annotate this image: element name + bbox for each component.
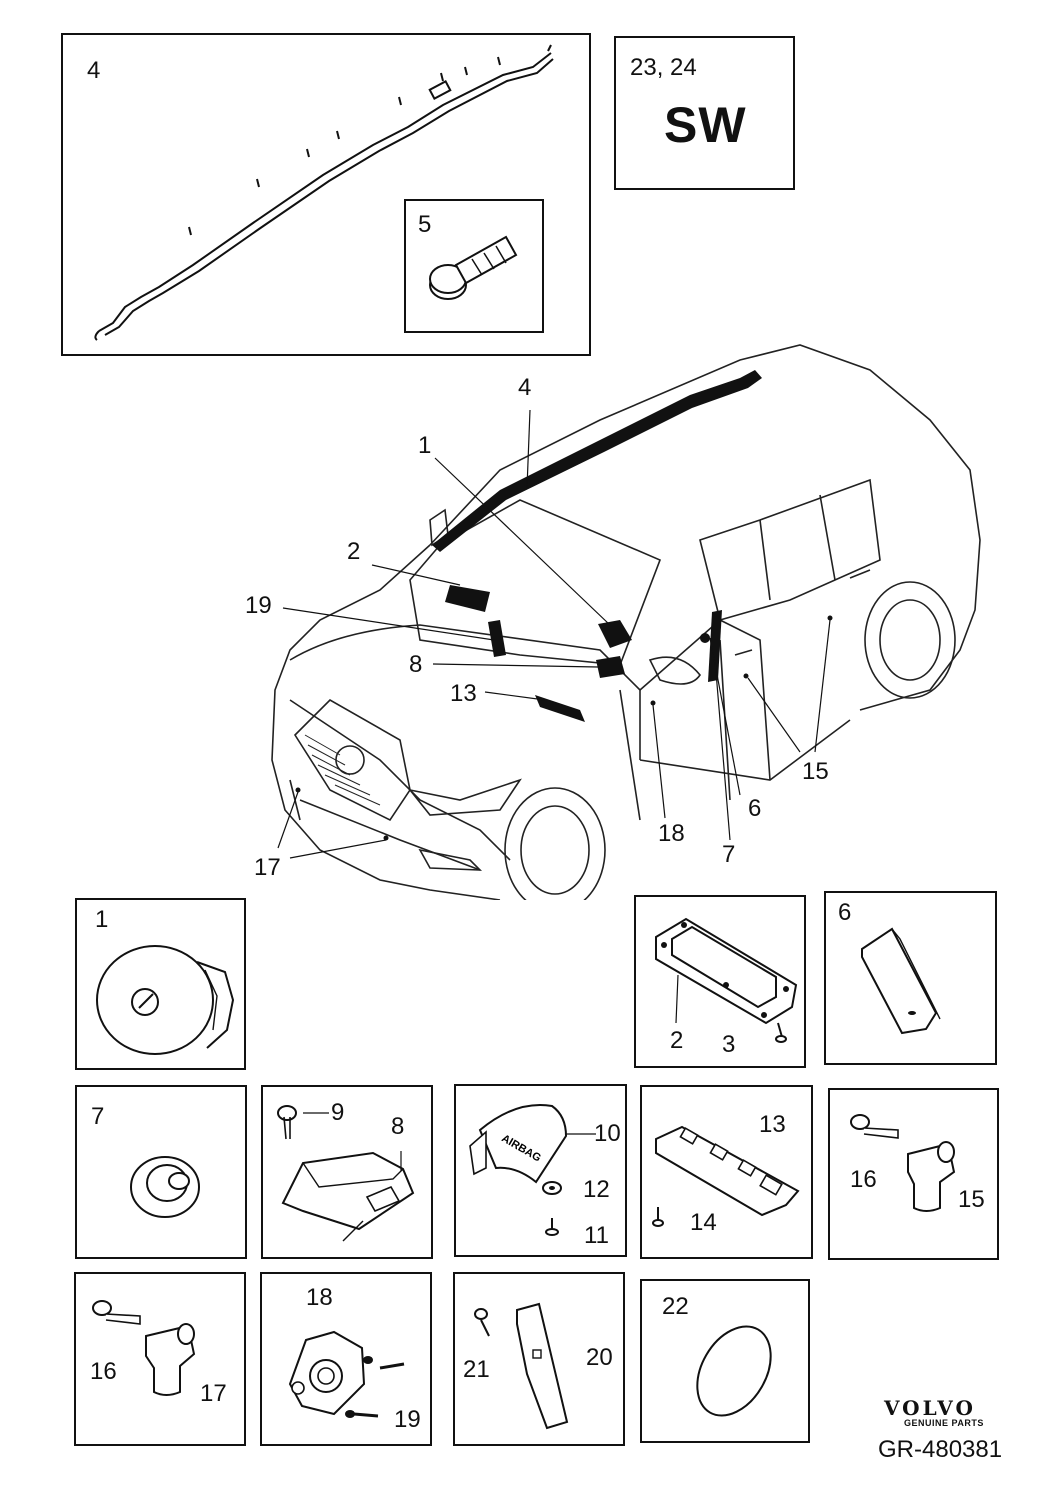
part-panel-6: 6 <box>824 891 997 1065</box>
brand-tagline: GENUINE PARTS <box>904 1418 984 1428</box>
car-callout-17: 17 <box>254 854 281 881</box>
car-callout-4: 4 <box>518 374 532 401</box>
car-callout-15: 15 <box>802 758 829 785</box>
screw-icon <box>429 235 518 300</box>
part-3-label: 3 <box>722 1031 736 1058</box>
steering-airbag-icon <box>96 945 235 1055</box>
car-overview-drawing <box>271 344 981 900</box>
part-panel-13: 13 14 <box>640 1085 813 1259</box>
part-16-label: 16 <box>850 1166 877 1193</box>
passenger-airbag-icon <box>655 917 798 1043</box>
part-panel-20: 21 20 <box>453 1272 625 1446</box>
part-21-label: 21 <box>463 1356 490 1383</box>
front-sensor-icon <box>92 1300 196 1396</box>
part-10-label: 10 <box>594 1120 621 1147</box>
screw-inset-panel: 5 <box>404 199 544 333</box>
part-2-label: 2 <box>670 1027 684 1054</box>
part-panel-8: 9 8 <box>261 1085 433 1259</box>
car-callout-19: 19 <box>245 592 272 619</box>
bracket-icon <box>474 1302 569 1430</box>
car-callout-13: 13 <box>450 680 477 707</box>
control-module-icon <box>277 1105 415 1242</box>
brand-logo: VOLVO <box>884 1396 976 1420</box>
part-panel-2: 2 3 <box>634 895 806 1068</box>
part-13-label: 13 <box>759 1111 786 1138</box>
part-11-label: 11 <box>584 1222 609 1249</box>
part-19-label: 19 <box>394 1406 421 1433</box>
part-6-label: 6 <box>838 899 852 926</box>
part-12-label: 12 <box>583 1176 610 1203</box>
part-15-label: 15 <box>958 1186 985 1213</box>
part-panel-15: 16 15 <box>828 1088 999 1260</box>
part-7-label: 7 <box>91 1103 105 1130</box>
airbag-cover-icon: AIRBAG <box>469 1104 596 1236</box>
side-sensor-icon <box>288 1330 405 1418</box>
part-panel-7: 7 <box>75 1085 247 1259</box>
part-panel-18: 18 19 <box>260 1272 432 1446</box>
crash-sensor-icon <box>850 1114 956 1212</box>
sensor-plug-icon <box>130 1156 200 1218</box>
part-18-label: 18 <box>306 1284 333 1311</box>
side-airbag-icon <box>861 927 941 1035</box>
car-callout-6: 6 <box>748 795 762 822</box>
part-22-label: 22 <box>662 1293 689 1320</box>
part-20-label: 20 <box>586 1344 613 1371</box>
part-16b-label: 16 <box>90 1358 117 1385</box>
part-panel-10: AIRBAG 10 12 11 <box>454 1084 627 1257</box>
reference-code: GR-480381 <box>878 1436 1003 1463</box>
car-callout-8: 8 <box>409 651 423 678</box>
callout-5: 5 <box>418 211 432 238</box>
cover-disc-icon <box>696 1325 772 1417</box>
car-callout-7: 7 <box>722 841 736 868</box>
car-callout-1: 1 <box>418 432 432 459</box>
curtain-airbag-drawing <box>94 44 554 341</box>
part-1-label: 1 <box>95 906 109 933</box>
part-9-label: 9 <box>331 1099 345 1126</box>
callout-4: 4 <box>87 57 101 84</box>
car-callout-2: 2 <box>347 538 361 565</box>
variant-code: SW <box>664 97 747 153</box>
part-panel-22: 22 <box>640 1279 810 1443</box>
curtain-airbag-panel: 4 <box>61 33 591 356</box>
part-14-label: 14 <box>690 1209 717 1236</box>
knee-airbag-icon <box>652 1125 800 1227</box>
part-panel-1: 1 <box>75 898 246 1070</box>
car-callout-18: 18 <box>658 820 685 847</box>
part-17-label: 17 <box>200 1380 227 1407</box>
part-panel-17: 16 17 <box>74 1272 246 1446</box>
variant-panel: 23, 24 SW <box>614 36 795 190</box>
variant-numbers: 23, 24 <box>630 54 697 81</box>
part-8-label: 8 <box>391 1113 405 1140</box>
